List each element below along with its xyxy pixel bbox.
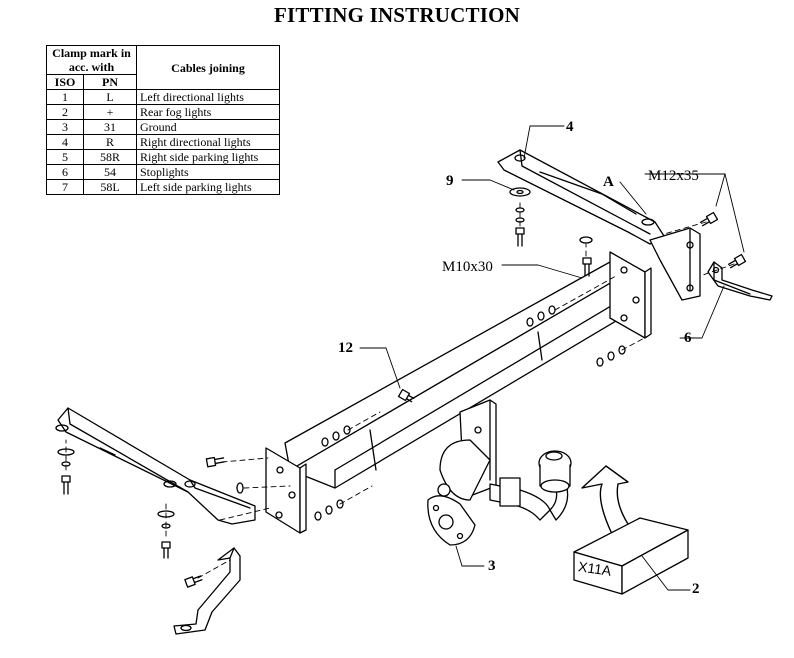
cable-cell: Right side parking lights	[136, 149, 280, 165]
package-box	[573, 517, 689, 595]
label-part-6: 6	[684, 330, 692, 346]
table-row: 7 58L Left side parking lights	[46, 179, 280, 195]
leader-lines	[359, 125, 745, 591]
cable-cell: Right directional lights	[136, 134, 280, 150]
pn-cell: 54	[83, 164, 137, 180]
label-part-4: 4	[566, 119, 574, 135]
label-bolt-m12x35: M12x35	[648, 168, 699, 184]
label-part-3: 3	[488, 558, 496, 574]
label-part-a: A	[603, 174, 614, 190]
bracket-6	[707, 261, 773, 301]
fitting-arrow-icon	[581, 465, 633, 535]
bottom-left-bracket	[173, 547, 241, 635]
header-cables-joining: Cables joining	[136, 45, 280, 90]
label-bolt-m10x30: M10x30	[442, 259, 493, 275]
table-row: 4 R Right directional lights	[46, 134, 280, 150]
clamp-mark-table: Clamp mark in acc. with Cables joining I…	[46, 45, 280, 195]
label-part-9: 9	[446, 173, 454, 189]
pn-cell: 31	[83, 119, 137, 135]
cable-cell: Ground	[136, 119, 280, 135]
fasteners	[57, 187, 747, 588]
header-pn: PN	[83, 74, 137, 90]
label-part-2: 2	[692, 581, 700, 597]
left-beam-plate	[265, 447, 307, 534]
page-title: FITTING INSTRUCTION	[274, 3, 520, 27]
label-part-12: 12	[338, 340, 353, 356]
pn-cell: 58L	[83, 179, 137, 195]
cable-cell: Left side parking lights	[136, 179, 280, 195]
tow-ball-mount	[439, 399, 572, 521]
right-beam-plate	[609, 251, 652, 339]
assembly-lines	[65, 199, 735, 579]
iso-cell: 7	[46, 179, 84, 195]
header-clamp-mark: Clamp mark in acc. with	[46, 45, 137, 75]
right-support-plate	[649, 227, 701, 301]
left-side-bracket	[55, 407, 256, 525]
table-row: 6 54 Stoplights	[46, 164, 280, 180]
cross-beam	[284, 261, 649, 489]
cable-cell: Stoplights	[136, 164, 280, 180]
socket-plate	[427, 483, 476, 546]
box-mark-label: X11A	[577, 558, 613, 579]
table-row: 3 31 Ground	[46, 119, 280, 135]
